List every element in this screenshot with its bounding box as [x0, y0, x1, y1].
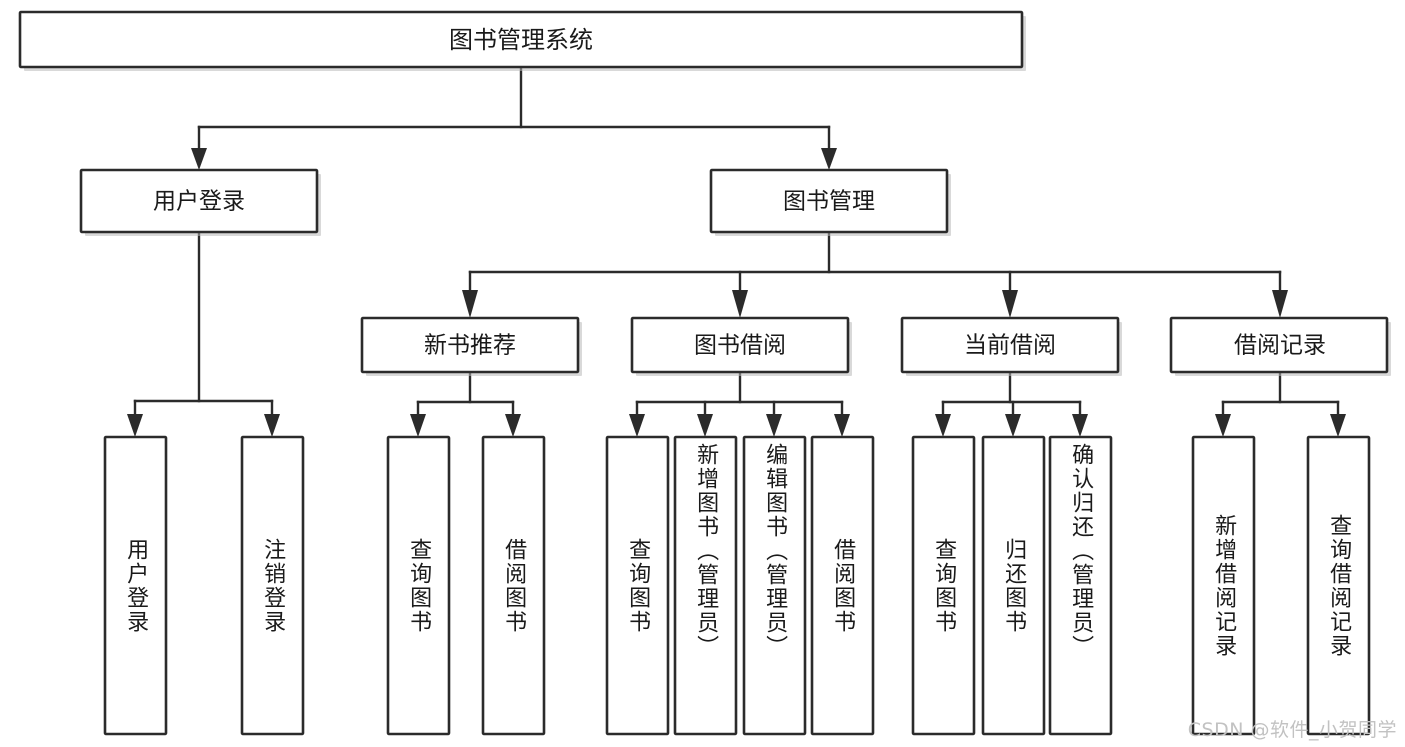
leaf-box-book-borrow-2[interactable] — [673, 435, 738, 736]
leaf-box-user-login-1[interactable] — [103, 435, 168, 736]
new-book-node-label: 新书推荐 — [424, 333, 516, 359]
arrow-book-borrow-leaf-4-icon — [834, 414, 850, 437]
arrow-to-current-borrow-icon — [1002, 290, 1018, 318]
arrow-to-book-manage-icon — [821, 148, 837, 170]
arrow-new-book-leaf-2-icon — [505, 414, 521, 437]
book-manage-node-label: 图书管理 — [783, 189, 875, 215]
arrow-borrow-record-leaf-1-icon — [1215, 414, 1231, 437]
leaf-box-user-login-2[interactable] — [240, 435, 305, 736]
arrow-book-borrow-leaf-2-icon — [697, 414, 713, 437]
leaf-box-new-book-2[interactable] — [481, 435, 546, 736]
arrow-to-borrow-record-icon — [1272, 290, 1288, 318]
node-layer: 图书管理系统 用户登录 图书管理 新书推荐 图书借阅 当前借阅 — [18, 10, 1391, 736]
arrow-book-borrow-leaf-1-icon — [629, 414, 645, 437]
borrow-record-node-box[interactable] — [1169, 316, 1389, 374]
arrow-book-borrow-leaf-3-icon — [766, 414, 782, 437]
leaf-box-book-borrow-3[interactable] — [742, 435, 807, 736]
arrow-current-borrow-leaf-3-icon — [1072, 414, 1088, 437]
arrow-user-login-leaf-2-icon — [264, 414, 280, 437]
arrow-borrow-record-leaf-2-icon — [1330, 414, 1346, 437]
arrow-current-borrow-leaf-1-icon — [935, 414, 951, 437]
book-borrow-node-label: 图书借阅 — [694, 333, 786, 359]
new-book-node-box[interactable] — [360, 316, 580, 374]
leaf-box-current-borrow-1[interactable] — [911, 435, 976, 736]
leaf-box-book-borrow-4[interactable] — [810, 435, 875, 736]
leaf-box-book-borrow-1[interactable] — [605, 435, 670, 736]
user-login-node-box[interactable] — [79, 168, 319, 234]
current-borrow-node-box[interactable] — [900, 316, 1120, 374]
arrow-user-login-leaf-1-icon — [127, 414, 143, 437]
leaf-box-borrow-record-1[interactable] — [1191, 435, 1256, 736]
leaf-box-borrow-record-2[interactable] — [1306, 435, 1371, 736]
user-login-node-label: 用户登录 — [153, 189, 245, 215]
arrow-new-book-leaf-1-icon — [410, 414, 426, 437]
leaf-box-current-borrow-2[interactable] — [981, 435, 1046, 736]
book-borrow-node-box[interactable] — [630, 316, 850, 374]
root-node-label: 图书管理系统 — [449, 26, 593, 54]
watermark-text: CSDN @软件_小贺同学 — [1187, 719, 1397, 741]
leaf-box-current-borrow-3[interactable] — [1048, 435, 1113, 736]
current-borrow-node-label: 当前借阅 — [964, 333, 1056, 359]
borrow-record-node-label: 借阅记录 — [1234, 333, 1326, 359]
root-node-box[interactable] — [18, 10, 1024, 69]
arrow-to-user-login-icon — [191, 148, 207, 170]
arrow-to-book-borrow-icon — [732, 290, 748, 318]
connector-layer — [127, 65, 1346, 437]
leaf-box-new-book-1[interactable] — [386, 435, 451, 736]
arrow-current-borrow-leaf-2-icon — [1005, 414, 1021, 437]
arrow-to-new-book-icon — [462, 290, 478, 318]
book-manage-node-box[interactable] — [709, 168, 949, 234]
